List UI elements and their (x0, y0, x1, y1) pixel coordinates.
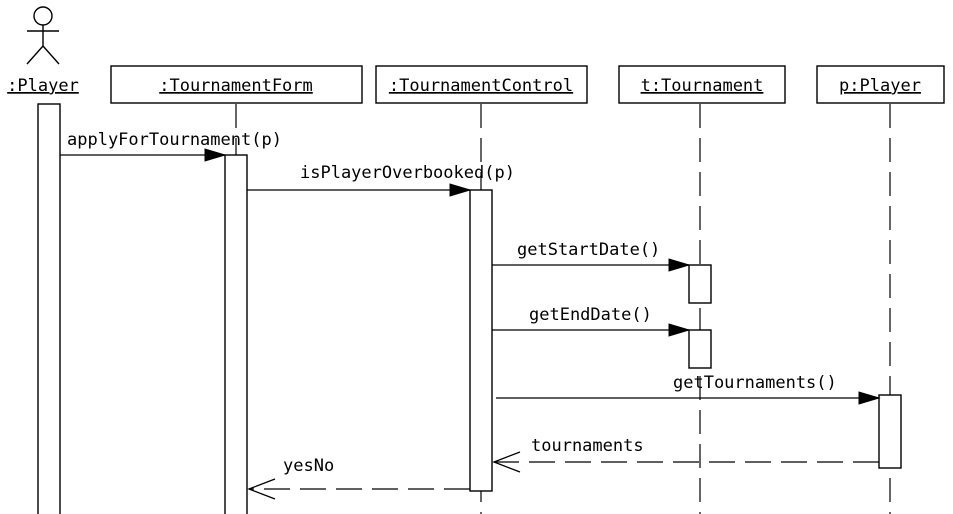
message-arrowhead-apply (204, 148, 227, 162)
message-arrowhead-get-tournaments (858, 391, 881, 405)
actor-stick-figure-icon (26, 6, 60, 65)
activation-control (469, 189, 493, 492)
participant-box-control (375, 65, 588, 104)
participant-label-tournament: t:Tournament (641, 76, 764, 96)
message-label-apply: applyForTournament(p) (67, 130, 282, 150)
message-label-yesno-return: yesNo (283, 456, 334, 476)
message-arrowhead-yesno-return (247, 478, 276, 500)
participant-label-player: p:Player (839, 76, 921, 96)
message-label-get-tournaments: getTournaments() (673, 373, 837, 393)
participant-box-tournament (618, 65, 786, 104)
participant-label-form: :TournamentForm (159, 76, 313, 96)
participant-box-form (110, 65, 363, 104)
message-arrowhead-tournaments-return (492, 451, 521, 473)
message-arrowhead-end-date (668, 323, 691, 337)
message-label-end-date: getEndDate() (529, 305, 652, 325)
message-label-overbooked: isPlayerOverbooked(p) (300, 163, 515, 183)
activation-player (878, 394, 902, 469)
message-label-tournaments-return: tournaments (531, 436, 644, 456)
activation-actor (37, 103, 61, 514)
activation-tournament-1 (688, 264, 712, 304)
participant-box-player (816, 65, 945, 104)
message-label-start-date: getStartDate() (517, 240, 660, 260)
activation-form (224, 154, 248, 514)
participant-label-control: :TournamentControl (389, 76, 573, 96)
message-arrowhead-start-date (668, 258, 691, 272)
participant-label-actor: :Player (7, 76, 79, 96)
activation-tournament-2 (688, 329, 712, 369)
message-arrowhead-overbooked (449, 183, 472, 197)
